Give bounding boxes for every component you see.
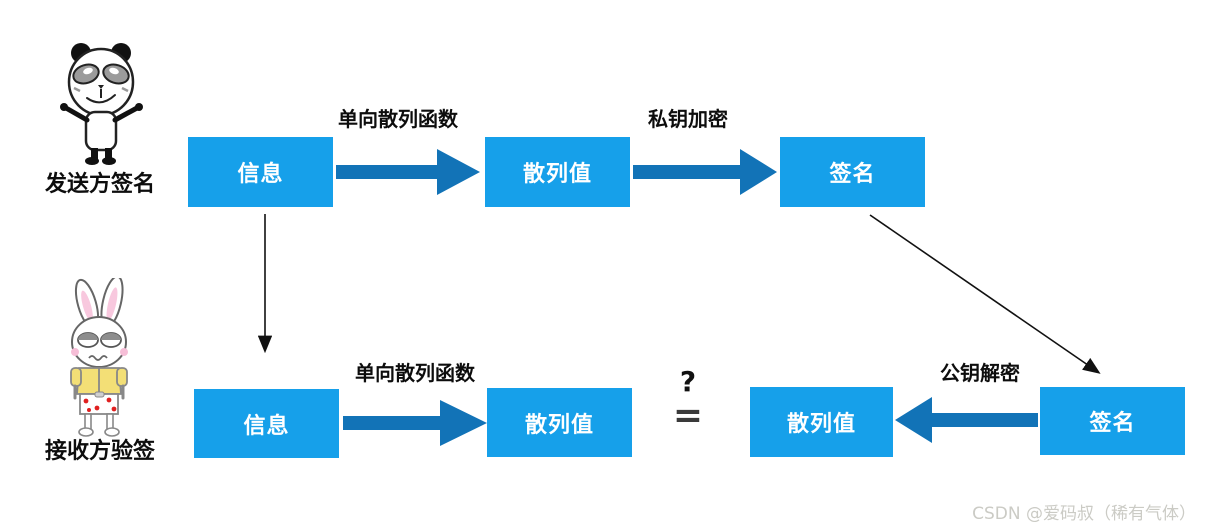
label-public-key-decrypt: 公钥解密 [940,361,1020,385]
label-hash-function-top: 单向散列函数 [338,107,458,131]
csdn-watermark: CSDN @爱码叔（稀有气体） [972,504,1196,524]
label-private-key-encrypt: 私钥加密 [648,107,728,131]
node-signature-top: 签名 [780,137,925,207]
rabbit-illustration [70,278,128,437]
question-mark: ? [679,365,697,398]
comparison-equal-question: ? = [668,368,708,434]
equals-sign: = [672,395,704,436]
node-message-bottom-label: 信息 [243,413,290,439]
node-hash-bottom-right: 散列值 [750,387,893,457]
sender-actor-label: 发送方签名 [44,172,156,197]
node-message-top: 信息 [188,137,333,207]
node-hash-bottom-left-label: 散列值 [524,412,594,438]
node-hash-top-label: 散列值 [522,162,592,187]
node-message-top-label: 信息 [237,162,284,187]
label-hash-function-bottom: 单向散列函数 [355,361,475,385]
node-hash-bottom-right-label: 散列值 [786,412,856,437]
node-signature-bottom-label: 签名 [1089,411,1136,436]
block-arrow-top-hash [336,149,480,195]
panda-illustration [60,43,143,165]
node-signature-bottom: 签名 [1040,387,1185,455]
node-hash-top: 散列值 [485,137,630,207]
block-arrow-bottom-decrypt [895,397,1038,443]
node-signature-top-label: 签名 [829,162,876,187]
thin-arrow-signature-transfer [869,214,1101,374]
node-message-bottom: 信息 [194,389,339,458]
node-hash-bottom-left: 散列值 [487,388,632,457]
block-arrow-top-encrypt [633,149,777,195]
receiver-actor-label: 接收方验签 [44,439,156,464]
block-arrow-bottom-hash [343,400,487,446]
